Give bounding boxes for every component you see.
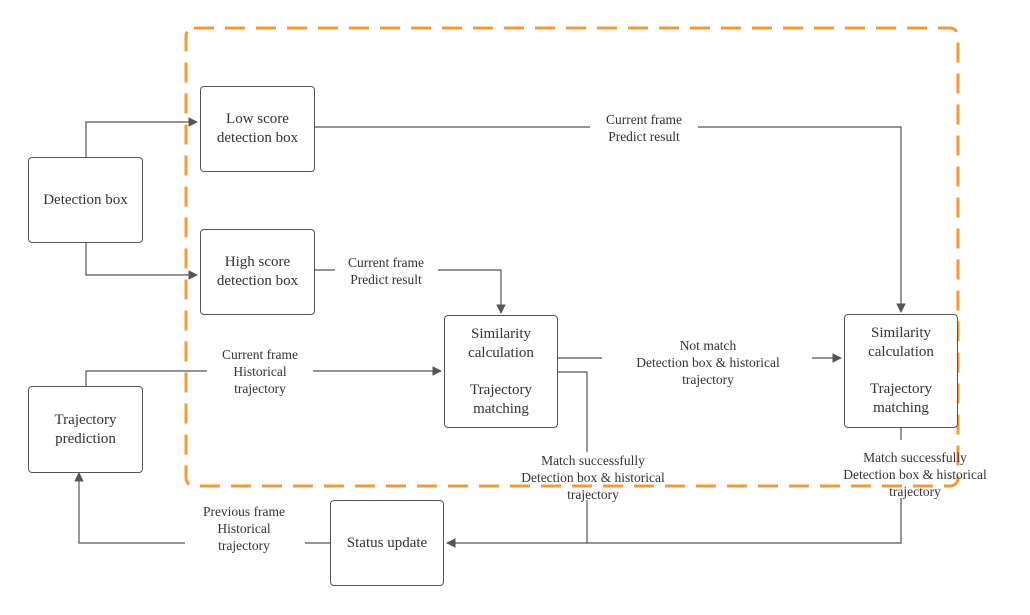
edge-detection-to-low-score xyxy=(85,117,198,157)
label-high-to-similarity-1-line-2: Predict result xyxy=(350,272,422,287)
node-high-score-line-1: High score xyxy=(224,254,291,270)
label-not-match-line-1: Not match xyxy=(679,338,737,353)
label-low-to-similarity-2-line-2: Predict result xyxy=(608,129,680,144)
label-previous-frame-line-1: Previous frame xyxy=(202,504,286,519)
label-previous-frame-line-3: trajectory xyxy=(218,538,270,553)
node-similarity-1-top-line-2: calculation xyxy=(468,344,534,361)
label-match-1-line-1: Match successfully xyxy=(541,453,645,468)
node-similarity-calculation-2: Similarity calculation Trajectory matchi… xyxy=(844,314,958,428)
label-trajectory-to-similarity-1: Current frame Historical trajectory xyxy=(200,346,320,397)
edge-detection-to-high-score xyxy=(85,243,198,280)
node-status-update: Status update xyxy=(330,500,444,586)
node-trajectory-prediction-line-1: Trajectory xyxy=(54,411,117,428)
node-similarity-1-bottom-line-2: matching xyxy=(473,400,529,417)
label-match-2-line-3: trajectory xyxy=(889,484,941,499)
node-similarity-1-bottom-line-1: Trajectory xyxy=(470,381,532,398)
label-similarity-1-to-similarity-2: Not match Detection box & historical tra… xyxy=(617,337,799,388)
node-similarity-2-top-line-2: calculation xyxy=(868,344,934,360)
label-low-to-similarity-2-line-1: Current frame xyxy=(605,112,683,127)
node-status-update-line-1: Status update xyxy=(346,534,428,551)
label-similarity-1-to-status: Match successfully Detection box & histo… xyxy=(502,452,684,503)
node-high-score-detection-box: High score detection box xyxy=(200,229,315,315)
label-trajectory-to-similarity-1-line-1: Current frame xyxy=(221,347,299,362)
edge-status-to-trajectory xyxy=(79,473,330,544)
node-similarity-2-top-line-1: Similarity xyxy=(871,325,931,341)
label-match-1-line-3: trajectory xyxy=(567,487,619,502)
label-trajectory-to-similarity-1-line-2: Historical xyxy=(233,364,287,379)
tracking-region-dashed-border xyxy=(184,26,960,488)
node-low-score-line-1: Low score xyxy=(226,111,289,127)
label-match-2-line-2: Detection box & historical xyxy=(843,467,987,482)
node-high-score-line-2: detection box xyxy=(216,273,299,289)
label-high-to-similarity-1: Current frame Predict result xyxy=(326,254,446,288)
edge-trajectory-to-similarity-1 xyxy=(85,371,441,386)
label-match-1-line-2: Detection box & historical xyxy=(521,470,665,485)
edge-high-score-to-similarity-1 xyxy=(315,269,501,313)
label-trajectory-to-similarity-1-line-3: trajectory xyxy=(234,381,286,396)
label-previous-frame-line-2: Historical xyxy=(217,521,271,536)
node-similarity-2-bottom-line-1: Trajectory xyxy=(870,381,932,397)
node-trajectory-prediction-line-2: prediction xyxy=(55,430,116,447)
node-similarity-calculation-1: Similarity calculation Trajectory matchi… xyxy=(444,315,558,428)
node-similarity-2-bottom-line-2: matching xyxy=(873,400,929,416)
label-match-2-line-1: Match successfully xyxy=(863,450,967,465)
node-detection-box-line-1: Detection box xyxy=(43,191,128,208)
node-detection-box: Detection box xyxy=(28,157,143,243)
edge-similarity-2-to-status xyxy=(587,428,902,544)
label-low-to-similarity-2: Current frame Predict result xyxy=(584,111,704,145)
node-low-score-detection-box: Low score detection box xyxy=(200,86,315,172)
label-similarity-2-to-status: Match successfully Detection box & histo… xyxy=(824,449,1006,500)
label-not-match-line-2: Detection box & historical xyxy=(636,355,780,370)
label-status-to-trajectory: Previous frame Historical trajectory xyxy=(184,503,304,554)
label-high-to-similarity-1-line-1: Current frame xyxy=(347,255,425,270)
label-not-match-line-3: trajectory xyxy=(682,372,734,387)
edge-low-score-to-similarity-2 xyxy=(315,126,901,312)
node-low-score-line-2: detection box xyxy=(216,130,299,146)
node-trajectory-prediction: Trajectory prediction xyxy=(28,386,143,473)
node-similarity-1-top-line-1: Similarity xyxy=(471,325,531,342)
